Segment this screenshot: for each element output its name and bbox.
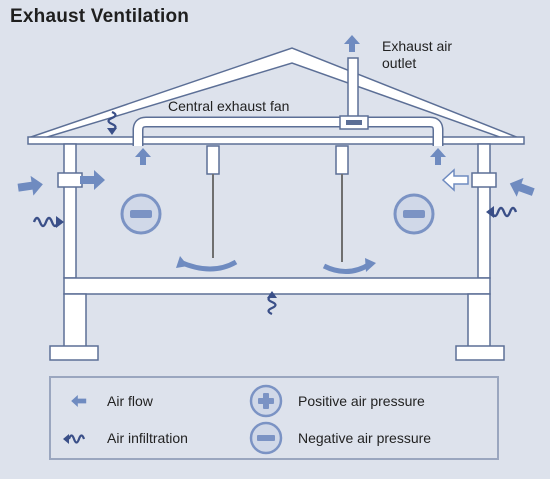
minus-circle-icon bbox=[393, 193, 435, 235]
arrow-icon bbox=[71, 395, 87, 407]
infiltration-icon bbox=[267, 291, 277, 316]
arrow-icon bbox=[509, 177, 535, 197]
infiltration-icon bbox=[32, 216, 64, 228]
ceiling-fixture-left bbox=[206, 145, 220, 175]
minus-circle-icon bbox=[249, 421, 283, 455]
central-fan-label: Central exhaust fan bbox=[168, 98, 290, 114]
exhaust-duct bbox=[134, 118, 442, 146]
curved-arrow-right bbox=[322, 261, 372, 274]
right-wall-vent bbox=[471, 172, 497, 188]
infiltration-icon bbox=[486, 206, 518, 218]
left-post bbox=[63, 293, 87, 349]
diagram-title: Exhaust Ventilation bbox=[10, 6, 190, 27]
arrow-icon bbox=[344, 35, 360, 52]
legend-box bbox=[49, 376, 499, 460]
legend-positive-pressure: Positive air pressure bbox=[298, 393, 425, 409]
ceiling bbox=[27, 136, 525, 145]
ceiling-fixture-right bbox=[335, 145, 349, 175]
plus-circle-icon bbox=[249, 384, 283, 418]
left-wall bbox=[63, 143, 77, 279]
right-post bbox=[467, 293, 491, 349]
fan-grille bbox=[346, 120, 362, 125]
floor bbox=[63, 277, 491, 295]
arrow-icon bbox=[441, 168, 469, 192]
right-footing bbox=[455, 345, 505, 361]
arrow-icon bbox=[430, 148, 446, 165]
minus-circle-icon bbox=[120, 193, 162, 235]
legend-negative-pressure: Negative air pressure bbox=[298, 430, 432, 446]
exhaust-outlet-label-line1: Exhaust air bbox=[382, 38, 453, 54]
arrow-icon bbox=[16, 174, 45, 198]
exhaust-outlet-label-line2: outlet bbox=[382, 55, 417, 71]
legend-air-flow: Air flow bbox=[107, 393, 153, 409]
left-footing bbox=[49, 345, 99, 361]
exhaust-pipe bbox=[347, 57, 359, 121]
curved-arrow-left bbox=[178, 259, 238, 272]
infiltration-icon bbox=[63, 434, 86, 444]
arrow-icon bbox=[80, 170, 105, 190]
left-wall-vent bbox=[57, 172, 83, 188]
legend-air-infiltration: Air infiltration bbox=[107, 430, 188, 446]
arrow-icon bbox=[135, 148, 151, 165]
infiltration-icon bbox=[107, 110, 117, 135]
exhaust-outlet-label: Exhaust air outlet bbox=[382, 38, 452, 72]
